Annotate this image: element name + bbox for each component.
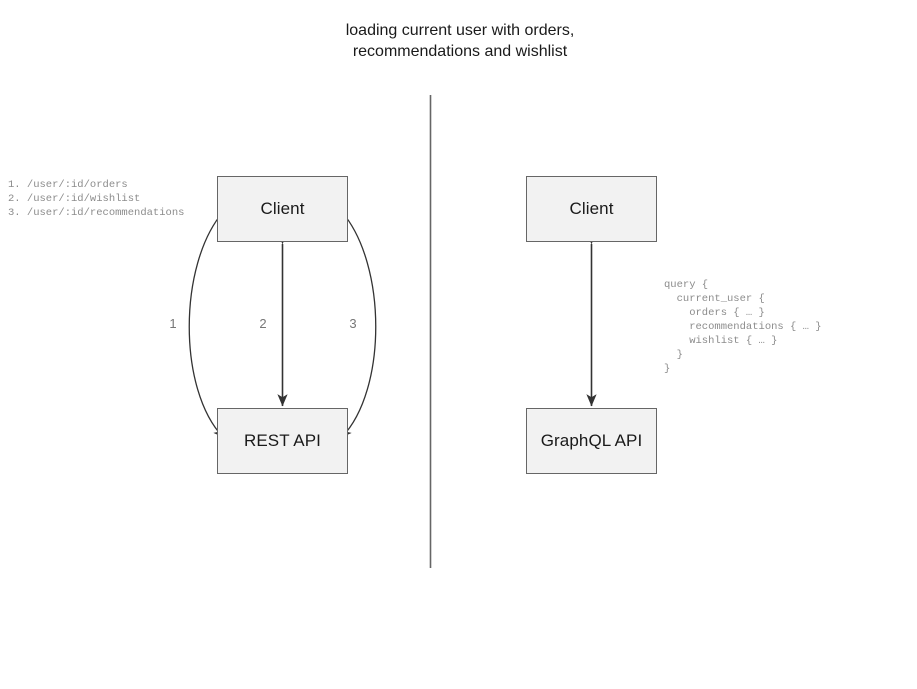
rest-endpoints-list: 1. /user/:id/orders 2. /user/:id/wishlis… bbox=[8, 179, 185, 219]
node-label-client-left: Client bbox=[260, 199, 305, 218]
edge-3-curve bbox=[332, 201, 377, 438]
node-client-right[interactable]: Client bbox=[526, 176, 657, 242]
page-title: loading current user with orders, recomm… bbox=[345, 22, 575, 60]
edge-label-1: 1 bbox=[169, 316, 177, 331]
node-graphql-api[interactable]: GraphQL API bbox=[526, 408, 657, 474]
edge-1-curve bbox=[188, 201, 233, 438]
graphql-query-snippet: query { current_user { orders { … } reco… bbox=[664, 279, 822, 375]
node-label-client-right: Client bbox=[569, 199, 614, 218]
node-client-left[interactable]: Client bbox=[217, 176, 348, 242]
node-label-rest-api: REST API bbox=[243, 431, 322, 450]
edge-label-2: 2 bbox=[259, 316, 267, 331]
node-label-graphql-api: GraphQL API bbox=[540, 431, 643, 450]
node-rest-api[interactable]: REST API bbox=[217, 408, 348, 474]
edge-label-3: 3 bbox=[349, 316, 357, 331]
